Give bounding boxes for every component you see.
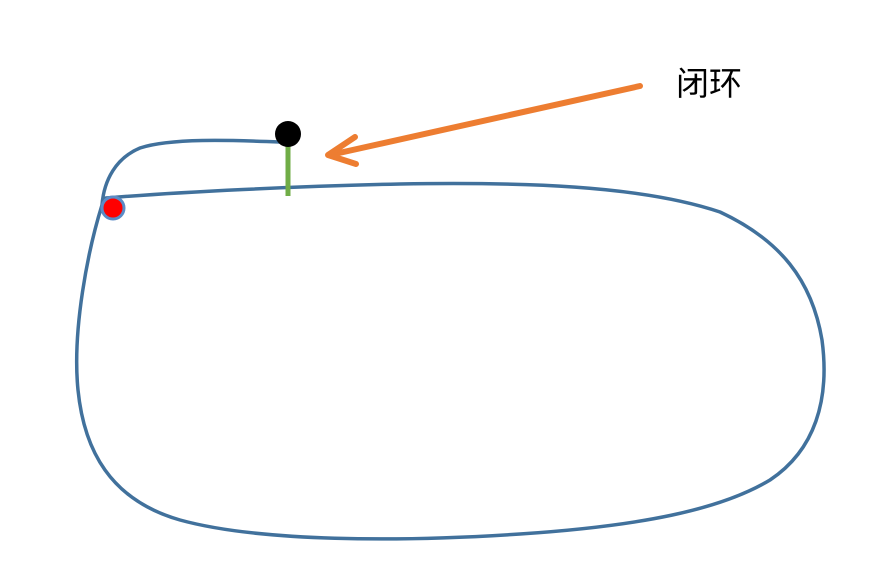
start-point-marker <box>100 195 126 221</box>
end-point-marker <box>275 121 301 147</box>
trajectory-path <box>74 138 826 541</box>
pointer-arrow <box>325 83 643 167</box>
loop-closure-label: 闭环 <box>676 64 742 103</box>
